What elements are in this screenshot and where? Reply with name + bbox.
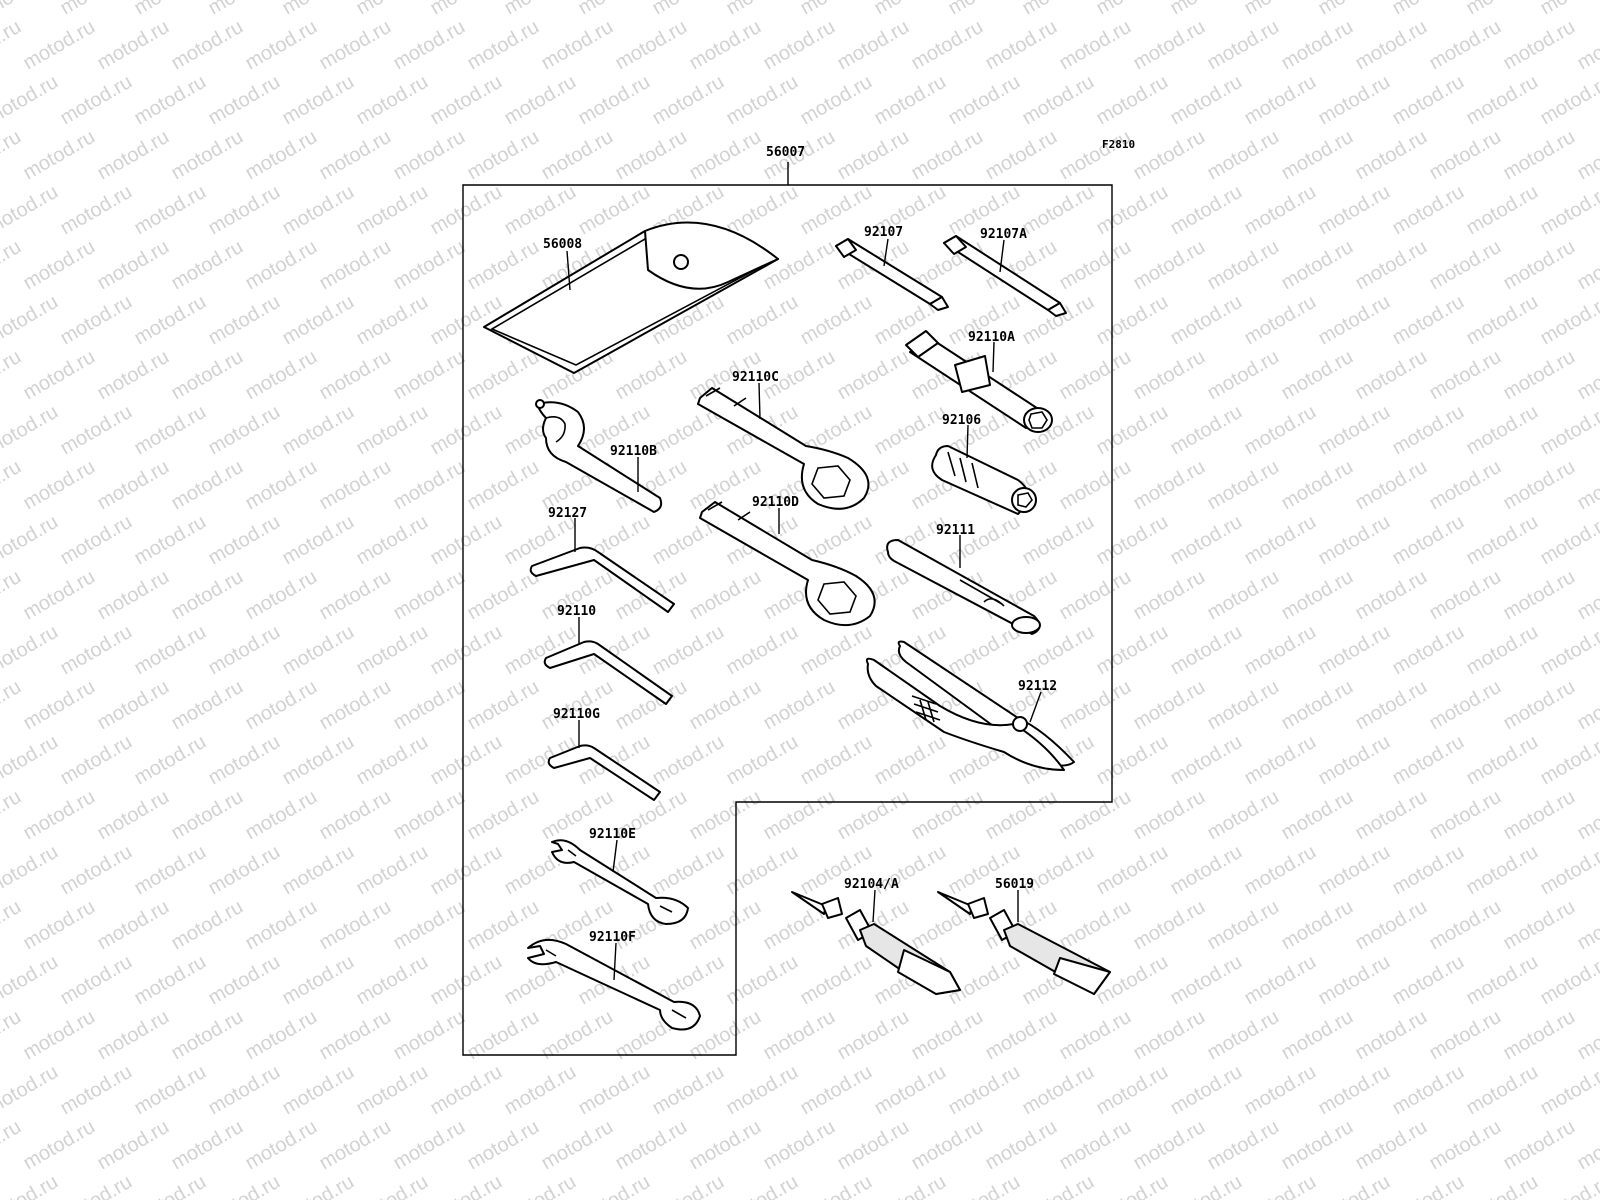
label-92112[interactable]: 92112: [1018, 679, 1057, 694]
label-92110f[interactable]: 92110F: [589, 930, 636, 945]
ring-spanner-92110c: [697, 387, 870, 510]
label-92110e[interactable]: 92110E: [589, 827, 636, 842]
label-92110[interactable]: 92110: [557, 604, 596, 619]
hex-key-92110g: [547, 744, 661, 801]
label-92111[interactable]: 92111: [936, 523, 975, 538]
leader-92107: [883, 238, 889, 267]
kit-boundary: [462, 184, 1113, 1056]
hex-key-92127: [529, 546, 675, 613]
leader-92112: [1029, 691, 1042, 723]
leader-92110a: [992, 341, 995, 373]
leader-92110f: [613, 942, 617, 981]
label-92110b[interactable]: 92110B: [610, 444, 657, 459]
label-92107a[interactable]: 92107A: [980, 227, 1027, 242]
leader-56008: [566, 250, 571, 291]
screwdriver-bit-92107a: [943, 235, 1067, 317]
label-92110d[interactable]: 92110D: [752, 495, 799, 510]
label-92107[interactable]: 92107: [864, 225, 903, 240]
leader-92110c: [758, 382, 761, 420]
label-92110c[interactable]: 92110C: [732, 370, 779, 385]
hex-key-92110: [543, 640, 673, 705]
open-end-wrench-92110f: [527, 938, 701, 1031]
label-92106[interactable]: 92106: [942, 413, 981, 428]
leader-92110e: [612, 839, 618, 873]
label-92104a[interactable]: 92104/A: [844, 877, 899, 892]
grease-tube-56019: [937, 891, 1111, 995]
label-56008[interactable]: 56008: [543, 237, 582, 252]
label-92127[interactable]: 92127: [548, 506, 587, 521]
leader-92107a: [999, 239, 1005, 273]
label-92110g[interactable]: 92110G: [553, 707, 600, 722]
leader-92106: [966, 424, 969, 459]
pin-spanner-92110b: [535, 399, 663, 513]
pliers-92112: [865, 640, 1075, 771]
box-socket-92110a: [905, 330, 1053, 433]
label-56019[interactable]: 56019: [995, 877, 1034, 892]
handle-92111: [886, 539, 1041, 635]
screwdriver-bit-92107: [835, 238, 949, 311]
open-end-wrench-92110e: [551, 839, 689, 925]
leader-92104a: [872, 889, 876, 923]
ring-spanner-92110d: [699, 501, 876, 627]
figure-code: F2810: [1102, 138, 1135, 151]
tool-pouch: [483, 221, 779, 374]
label-92110a[interactable]: 92110A: [968, 330, 1015, 345]
grease-tube-92104a: [791, 891, 961, 995]
adapter-92106: [931, 445, 1037, 515]
label-56007[interactable]: 56007: [766, 145, 805, 160]
